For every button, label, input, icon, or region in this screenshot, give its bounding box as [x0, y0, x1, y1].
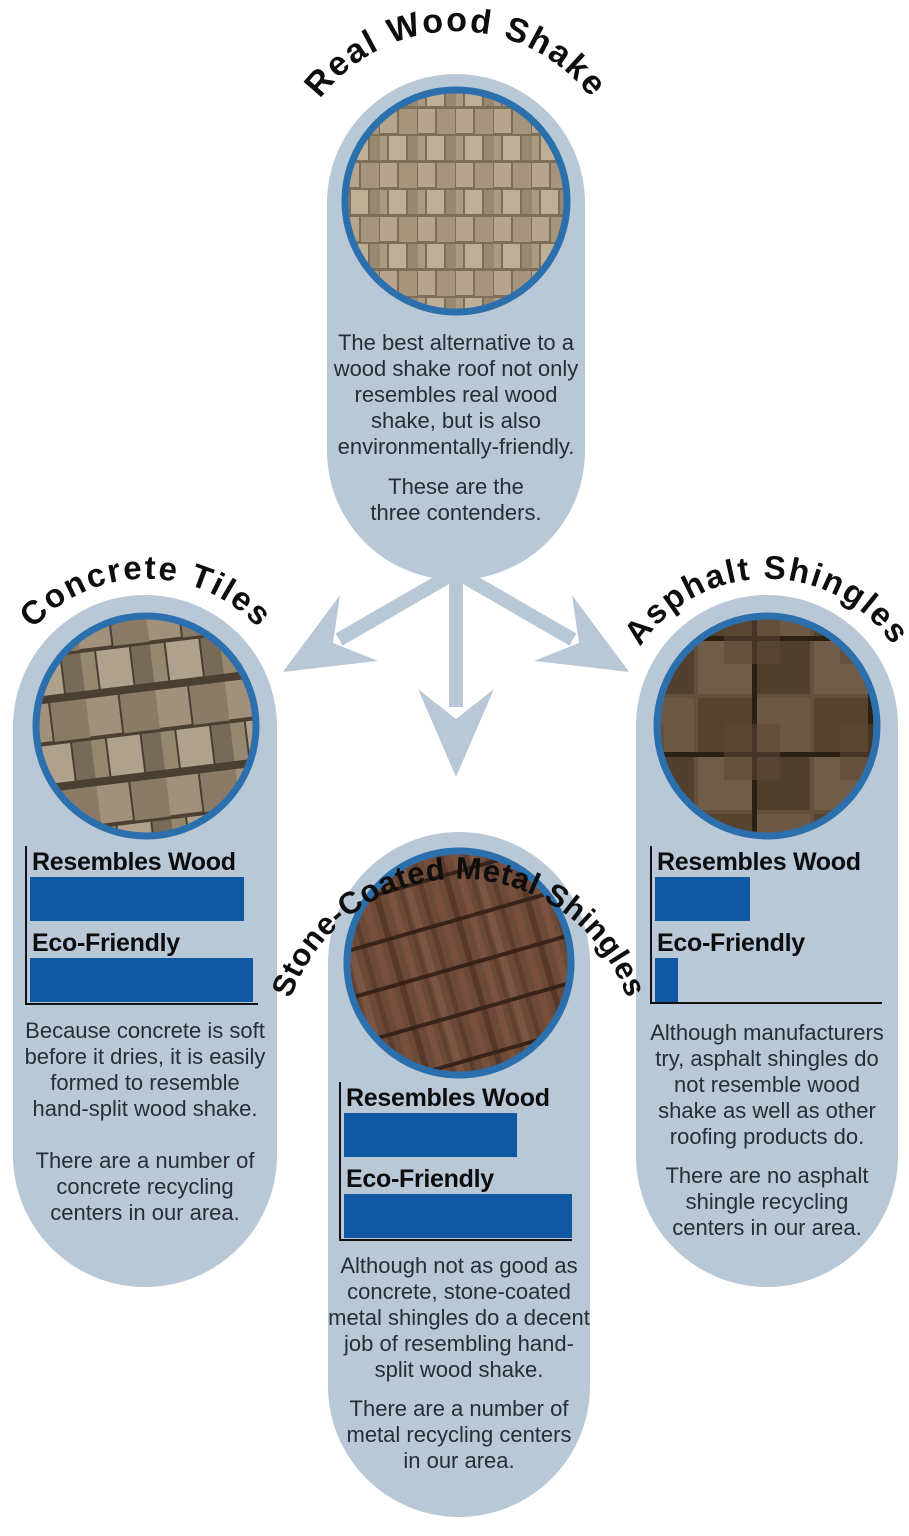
concrete-tiles-description: Because concrete is soft before it dries… [24, 1018, 266, 1121]
three-contenders-note: These are the three contenders. [370, 474, 542, 525]
stone-coated-metal-description: Although not as good as concrete, stone-… [328, 1253, 590, 1382]
asphalt-shingles-description: Although manufacturers try, asphalt shin… [650, 1020, 884, 1149]
asphalt-shingles-recycling-note: There are no asphalt shingle recycling c… [665, 1163, 869, 1240]
real-wood-shake-description: The best alternative to a wood shake roo… [333, 330, 579, 459]
eco-friendly-label: Eco-Friendly [657, 929, 805, 957]
asphalt-shingles-rating-chart: Resembles Wood Eco-Friendly [650, 846, 882, 1004]
concrete-tiles-recycling-note: There are a number of concrete recycling… [35, 1148, 255, 1225]
resembles-wood-label: Resembles Wood [346, 1084, 550, 1112]
stone-coated-metal-rating-chart: Resembles Wood Eco-Friendly [339, 1082, 572, 1241]
eco-friendly-label: Eco-Friendly [346, 1165, 494, 1193]
resembles-wood-bar [655, 877, 751, 921]
stone-coated-metal-recycling-note: There are a number of metal recycling ce… [346, 1396, 572, 1473]
resembles-wood-bar [344, 1113, 518, 1157]
eco-friendly-label: Eco-Friendly [32, 929, 180, 957]
arrow-down-icon [418, 572, 494, 777]
resembles-wood-bar [30, 877, 245, 921]
eco-friendly-bar [344, 1194, 572, 1238]
concrete-tiles-rating-chart: Resembles Wood Eco-Friendly [25, 846, 258, 1005]
resembles-wood-label: Resembles Wood [657, 848, 861, 876]
resembles-wood-label: Resembles Wood [32, 848, 236, 876]
eco-friendly-bar [655, 958, 678, 1002]
eco-friendly-bar [30, 958, 254, 1002]
